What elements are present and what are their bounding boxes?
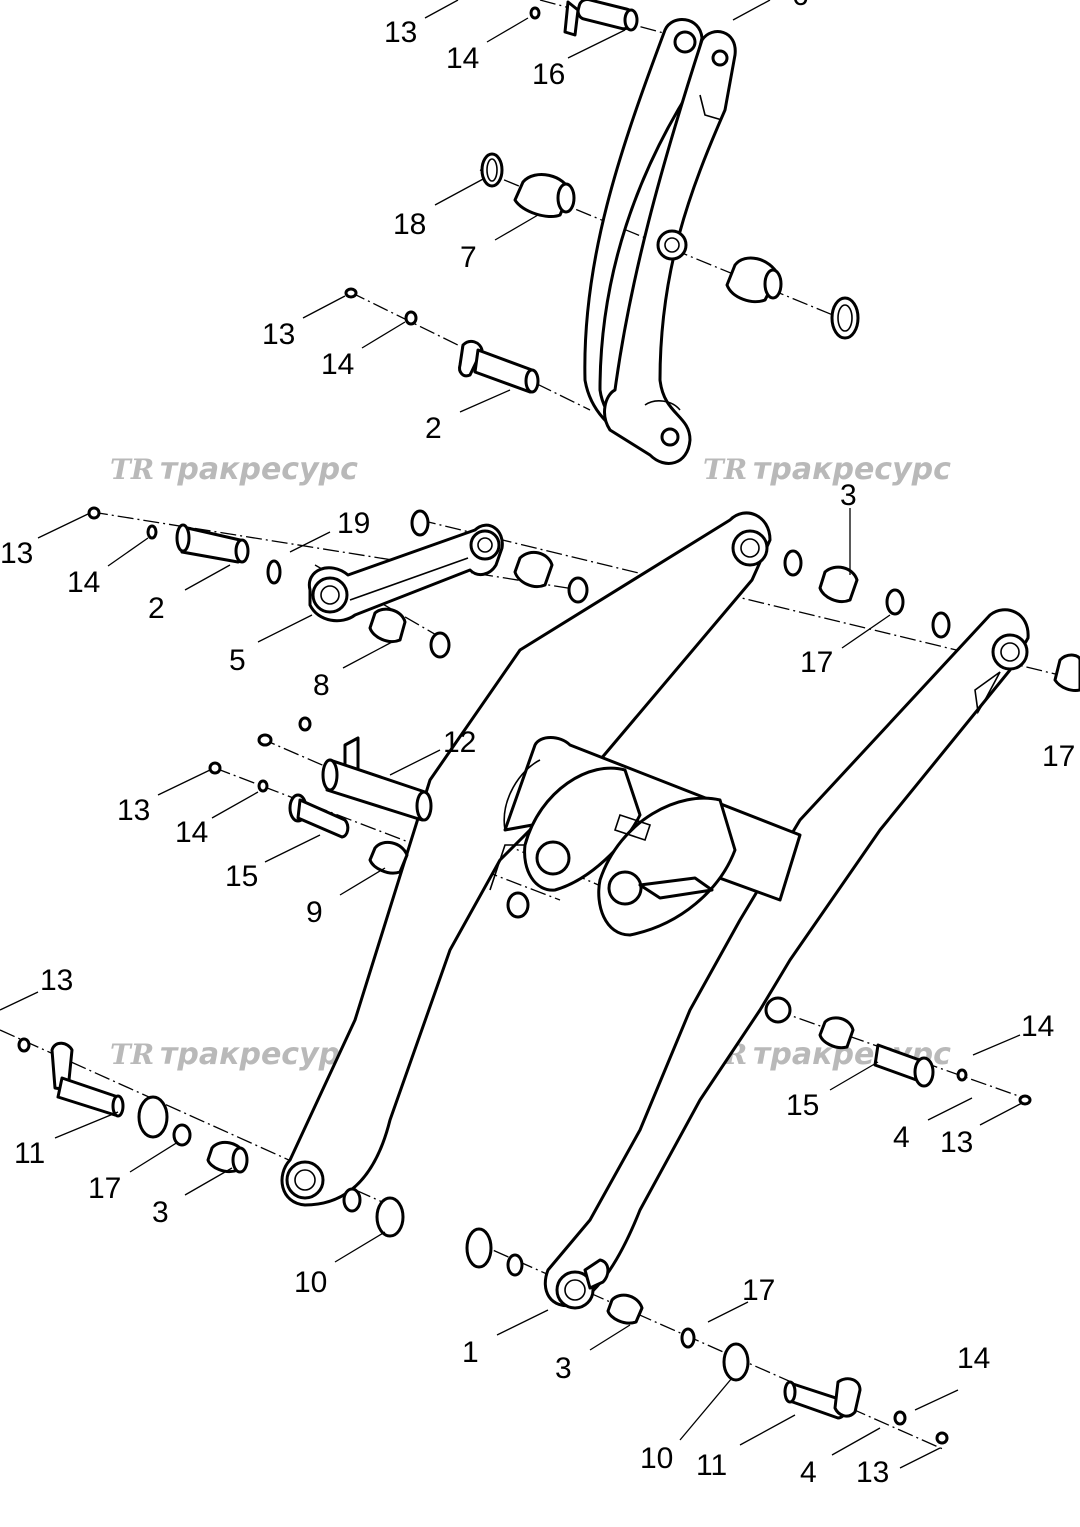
watermark-text: тракресурс [160,1037,358,1072]
callout-14: 14 [446,42,479,75]
part-1-main-frame [280,511,1030,1308]
part-13-bolt [87,506,101,520]
part-14-washer-top [529,6,541,20]
callout-17: 17 [88,1172,121,1205]
callout-19: 19 [337,507,370,540]
part-7-bushing-right [725,256,783,304]
callout-10: 10 [294,1266,327,1299]
part-9-bushing [368,840,409,875]
callout-12: 12 [443,726,476,759]
callout-11: 11 [696,1449,727,1482]
part-14-washer [17,1037,31,1053]
part-14-washer [404,310,418,326]
part-5-link [307,523,504,623]
part-3-17-right-group [783,549,1080,692]
part-1-lower-pivot [555,1258,610,1310]
callout-13: 13 [940,1126,973,1159]
callout-14: 14 [67,566,100,599]
part-3-bushing-lower [606,1293,750,1382]
watermark-logo: TR [110,1038,154,1071]
callout-14: 14 [957,1342,990,1375]
callout-15: 15 [786,1089,819,1122]
watermark-logo: TR [110,453,154,486]
watermark-logo: TR [703,453,747,486]
part-12-pin [321,736,433,822]
watermark-top-left: TR тракресурс [110,452,358,487]
part-6-upper-lever [583,18,737,465]
callout-18: 18 [393,208,426,241]
callout-4: 4 [893,1121,910,1154]
part-10-ring-left [137,1095,192,1147]
part-14-washer [298,716,312,732]
callout-6: 6 [792,0,809,12]
callout-14: 14 [175,816,208,849]
callout-2: 2 [148,592,165,625]
callout-13: 13 [0,537,33,570]
part-10-17-lower-left [465,1227,524,1277]
part-2-pin-mid [175,523,250,564]
callout-1: 1 [462,1336,479,1369]
callout-8: 8 [313,669,330,702]
part-10-rings-bottom [342,1187,405,1238]
part-11-pin-left [50,1041,125,1118]
callout-14: 14 [1021,1010,1054,1043]
part-13-bolt [257,733,273,747]
part-14-washer [146,524,158,540]
part-7-bushing-upper [513,173,576,218]
part-8-bushings [368,509,589,659]
callout-10: 10 [640,1442,673,1475]
callout-2: 2 [425,412,442,445]
part-15-pin [288,793,350,839]
callout-3: 3 [555,1352,572,1385]
callout-17: 17 [1042,740,1075,773]
callout-13: 13 [40,964,73,997]
callout-7: 7 [460,241,477,274]
part-2-pin-top [458,339,540,394]
callout-4: 4 [800,1456,817,1489]
callout-3: 3 [840,479,857,512]
leader-lines [0,0,1023,1469]
callout-17: 17 [742,1274,775,1307]
watermark-bottom-left: TR тракресурс [110,1037,358,1072]
part-16-pin-top [563,0,639,37]
callout-16: 16 [532,58,565,91]
callout-9: 9 [306,896,323,929]
callout-11: 11 [14,1137,45,1170]
watermark-top-right: TR тракресурс [703,452,951,487]
watermark-text: тракресурс [160,452,358,487]
part-18-ring-right [830,296,860,340]
part-13-bolt [344,287,358,299]
callout-5: 5 [229,644,246,677]
part-3-bushing-left [206,1140,249,1174]
part-19-ring [266,559,282,585]
callout-17: 17 [800,646,833,679]
part-15-pin-right [818,1016,1032,1106]
part-11-pin-lower [783,1377,949,1445]
callout-13: 13 [117,794,150,827]
watermark-text: тракресурс [753,452,951,487]
callout-13: 13 [384,16,417,49]
part-18-ring [480,152,504,188]
callouts: 6 13 14 16 18 7 13 14 2 13 14 2 19 5 8 3… [0,0,1075,1489]
part-13-bolt [208,761,222,775]
callout-3: 3 [152,1196,169,1229]
callout-13: 13 [262,318,295,351]
callout-13: 13 [856,1456,889,1489]
callout-14: 14 [321,348,354,381]
callout-15: 15 [225,860,258,893]
part-14-washer [257,779,269,793]
